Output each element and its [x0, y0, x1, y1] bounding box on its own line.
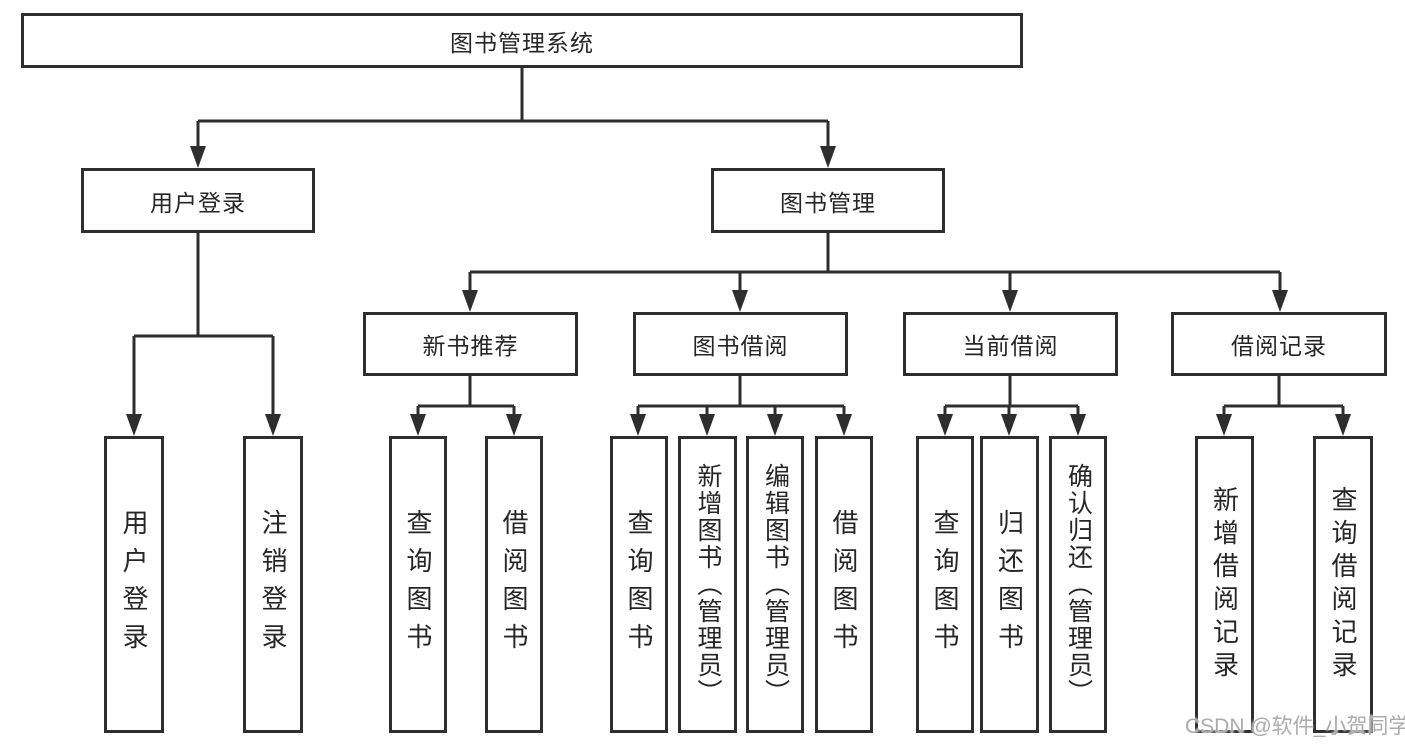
- leaf-user-login-label: 用户登录: [119, 508, 149, 661]
- leaf-query-books-3: 查询图书: [916, 436, 974, 733]
- node-new-book-recommend: 新书推荐: [363, 312, 578, 376]
- node-new-book-recommend-label: 新书推荐: [422, 333, 519, 359]
- node-borrow-records: 借阅记录: [1171, 312, 1387, 376]
- node-book-borrowing-label: 图书借阅: [692, 333, 789, 359]
- node-book-management-label: 图书管理: [780, 189, 876, 216]
- leaf-return-books-label: 归还图书: [994, 508, 1025, 661]
- node-user-login: 用户登录: [81, 168, 315, 233]
- leaf-query-books-3-label: 查询图书: [930, 508, 960, 661]
- node-root-label: 图书管理系统: [450, 29, 594, 56]
- node-user-login-label: 用户登录: [150, 189, 246, 216]
- arrowheads: [126, 146, 1351, 436]
- tree-edges: [132, 68, 1345, 415]
- leaf-edit-books-admin-label: 编辑图书（管理员）: [761, 463, 790, 706]
- leaf-edit-books-admin: 编辑图书（管理员）: [746, 436, 804, 733]
- csdn-watermark: CSDN @软件_小贺同学: [1185, 715, 1405, 738]
- node-root: 图书管理系统: [21, 13, 1023, 68]
- node-book-borrowing: 图书借阅: [633, 312, 848, 376]
- leaf-query-books-1: 查询图书: [389, 436, 447, 733]
- leaf-add-books-admin: 新增图书（管理员）: [678, 436, 737, 733]
- leaf-borrow-books-1: 借阅图书: [485, 436, 543, 733]
- leaf-add-borrow-record-label: 新增借阅记录: [1209, 485, 1240, 684]
- leaf-query-borrow-record: 查询借阅记录: [1313, 436, 1373, 733]
- leaf-logout-label: 注销登录: [258, 508, 288, 661]
- leaf-add-borrow-record: 新增借阅记录: [1195, 436, 1254, 733]
- leaf-borrow-books-1-label: 借阅图书: [499, 508, 529, 661]
- node-current-borrowing-label: 当前借阅: [962, 333, 1059, 359]
- leaf-user-login: 用户登录: [104, 436, 164, 733]
- leaf-confirm-return-admin-label: 确认归还（管理员）: [1064, 463, 1093, 706]
- leaf-add-books-admin-label: 新增图书（管理员）: [694, 463, 722, 706]
- node-book-management: 图书管理: [711, 168, 945, 233]
- node-borrow-records-label: 借阅记录: [1231, 333, 1327, 359]
- leaf-query-books-1-label: 查询图书: [403, 508, 433, 661]
- leaf-borrow-books-2-label: 借阅图书: [829, 508, 859, 661]
- leaf-logout: 注销登录: [243, 436, 303, 733]
- leaf-borrow-books-2: 借阅图书: [815, 436, 873, 733]
- leaf-confirm-return-admin: 确认归还（管理员）: [1049, 436, 1107, 733]
- leaf-return-books: 归还图书: [980, 436, 1039, 733]
- node-current-borrowing: 当前借阅: [903, 312, 1118, 376]
- leaf-query-borrow-record-label: 查询借阅记录: [1328, 485, 1358, 684]
- leaf-query-books-2: 查询图书: [610, 436, 668, 733]
- leaf-query-books-2-label: 查询图书: [624, 508, 654, 661]
